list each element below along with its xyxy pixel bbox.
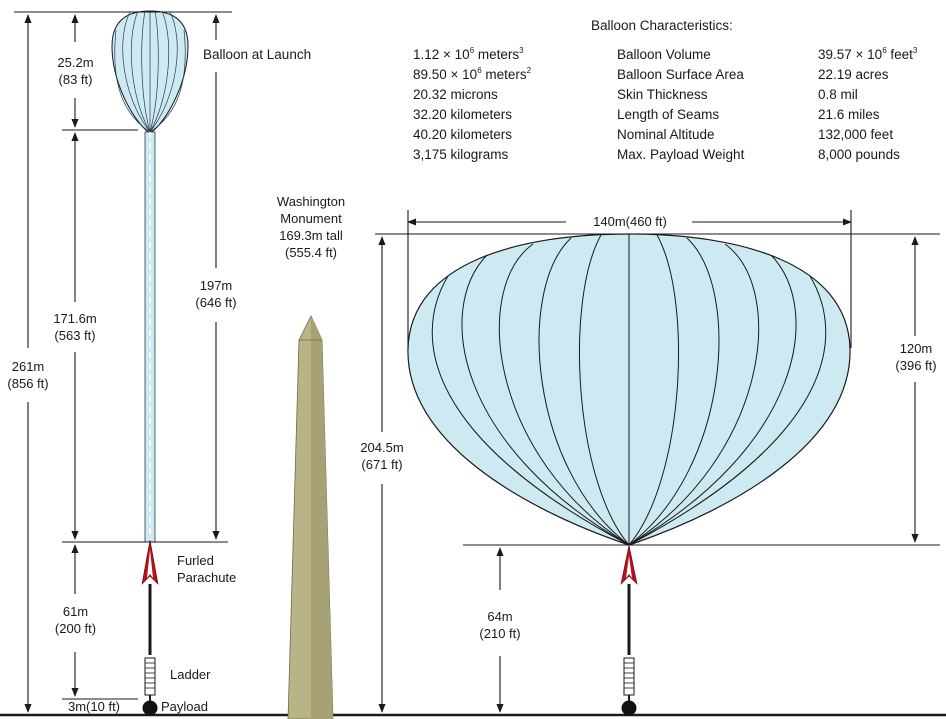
metric-volume: 1.12 × 106 meters3 bbox=[413, 46, 524, 63]
metric-surface-area: 89.50 × 106 meters2 bbox=[413, 66, 532, 83]
characteristics-imperial-column: 39.57 × 106 feet3 22.19 acres 0.8 mil 21… bbox=[818, 45, 917, 165]
characteristics-name-column: Balloon Volume Balloon Surface Area Skin… bbox=[617, 45, 744, 165]
launch-dimensions bbox=[14, 11, 232, 713]
launch-ladder bbox=[144, 657, 156, 702]
float-dimensions bbox=[375, 210, 940, 713]
metric-altitude: 40.20 kilometers bbox=[413, 127, 513, 142]
name-seam-length: Length of Seams bbox=[617, 107, 720, 122]
launch-total-height-label: 261m (856 ft) bbox=[7, 359, 49, 391]
metric-payload-weight: 3,175 kilograms bbox=[413, 147, 509, 162]
name-payload-weight: Max. Payload Weight bbox=[617, 147, 745, 162]
launch-balloon bbox=[111, 10, 189, 133]
name-surface-area: Balloon Surface Area bbox=[617, 67, 744, 82]
characteristics-title: Balloon Characteristics: bbox=[591, 18, 733, 33]
name-altitude: Nominal Altitude bbox=[617, 127, 715, 142]
launch-ladder-section-label: 61m (200 ft) bbox=[54, 604, 97, 636]
float-parachute bbox=[620, 544, 638, 585]
imperial-surface-area: 22.19 acres bbox=[818, 67, 889, 82]
imperial-volume: 39.57 × 106 feet3 bbox=[818, 46, 918, 63]
monument-shape bbox=[287, 315, 334, 719]
imperial-skin-thickness: 0.8 mil bbox=[818, 87, 858, 102]
launch-balloon-height-label: 25.2m (83 ft) bbox=[57, 55, 94, 87]
float-total-height-label: 204.5m (671 ft) bbox=[360, 440, 404, 472]
launch-payload-height-label: 3m(10 ft) bbox=[68, 699, 121, 714]
float-ladder bbox=[623, 657, 635, 702]
launch-payload-dot bbox=[142, 700, 158, 716]
imperial-payload-weight: 8,000 pounds bbox=[818, 147, 900, 162]
launch-parachute-label: Furled Parachute bbox=[177, 553, 237, 585]
float-balloon bbox=[407, 233, 851, 546]
name-skin-thickness: Skin Thickness bbox=[617, 87, 708, 102]
float-payload-dot bbox=[621, 700, 637, 716]
launch-to-parachute-label: 197m (646 ft) bbox=[195, 278, 237, 310]
float-payload-line-label: 64m (210 ft) bbox=[479, 609, 521, 641]
monument-label: Washington Monument 169.3m tall (555.4 f… bbox=[276, 194, 346, 260]
launch-payload-label: Payload bbox=[161, 699, 208, 714]
imperial-seam-length: 21.6 miles bbox=[818, 107, 880, 122]
launch-title: Balloon at Launch bbox=[203, 47, 312, 62]
launch-parachute bbox=[141, 539, 159, 585]
name-volume: Balloon Volume bbox=[617, 47, 711, 62]
float-width-label: 140m(460 ft) bbox=[593, 214, 667, 229]
imperial-altitude: 132,000 feet bbox=[818, 127, 894, 142]
metric-skin-thickness: 20.32 microns bbox=[413, 87, 498, 102]
launch-ladder-label: Ladder bbox=[170, 667, 211, 682]
launch-tether bbox=[144, 131, 156, 543]
launch-tether-height-label: 171.6m (563 ft) bbox=[53, 311, 97, 343]
characteristics-metric-column: 1.12 × 106 meters3 89.50 × 106 meters2 2… bbox=[413, 45, 531, 165]
metric-seam-length: 32.20 kilometers bbox=[413, 107, 513, 122]
float-balloon-height-label: 120m (396 ft) bbox=[895, 341, 937, 373]
